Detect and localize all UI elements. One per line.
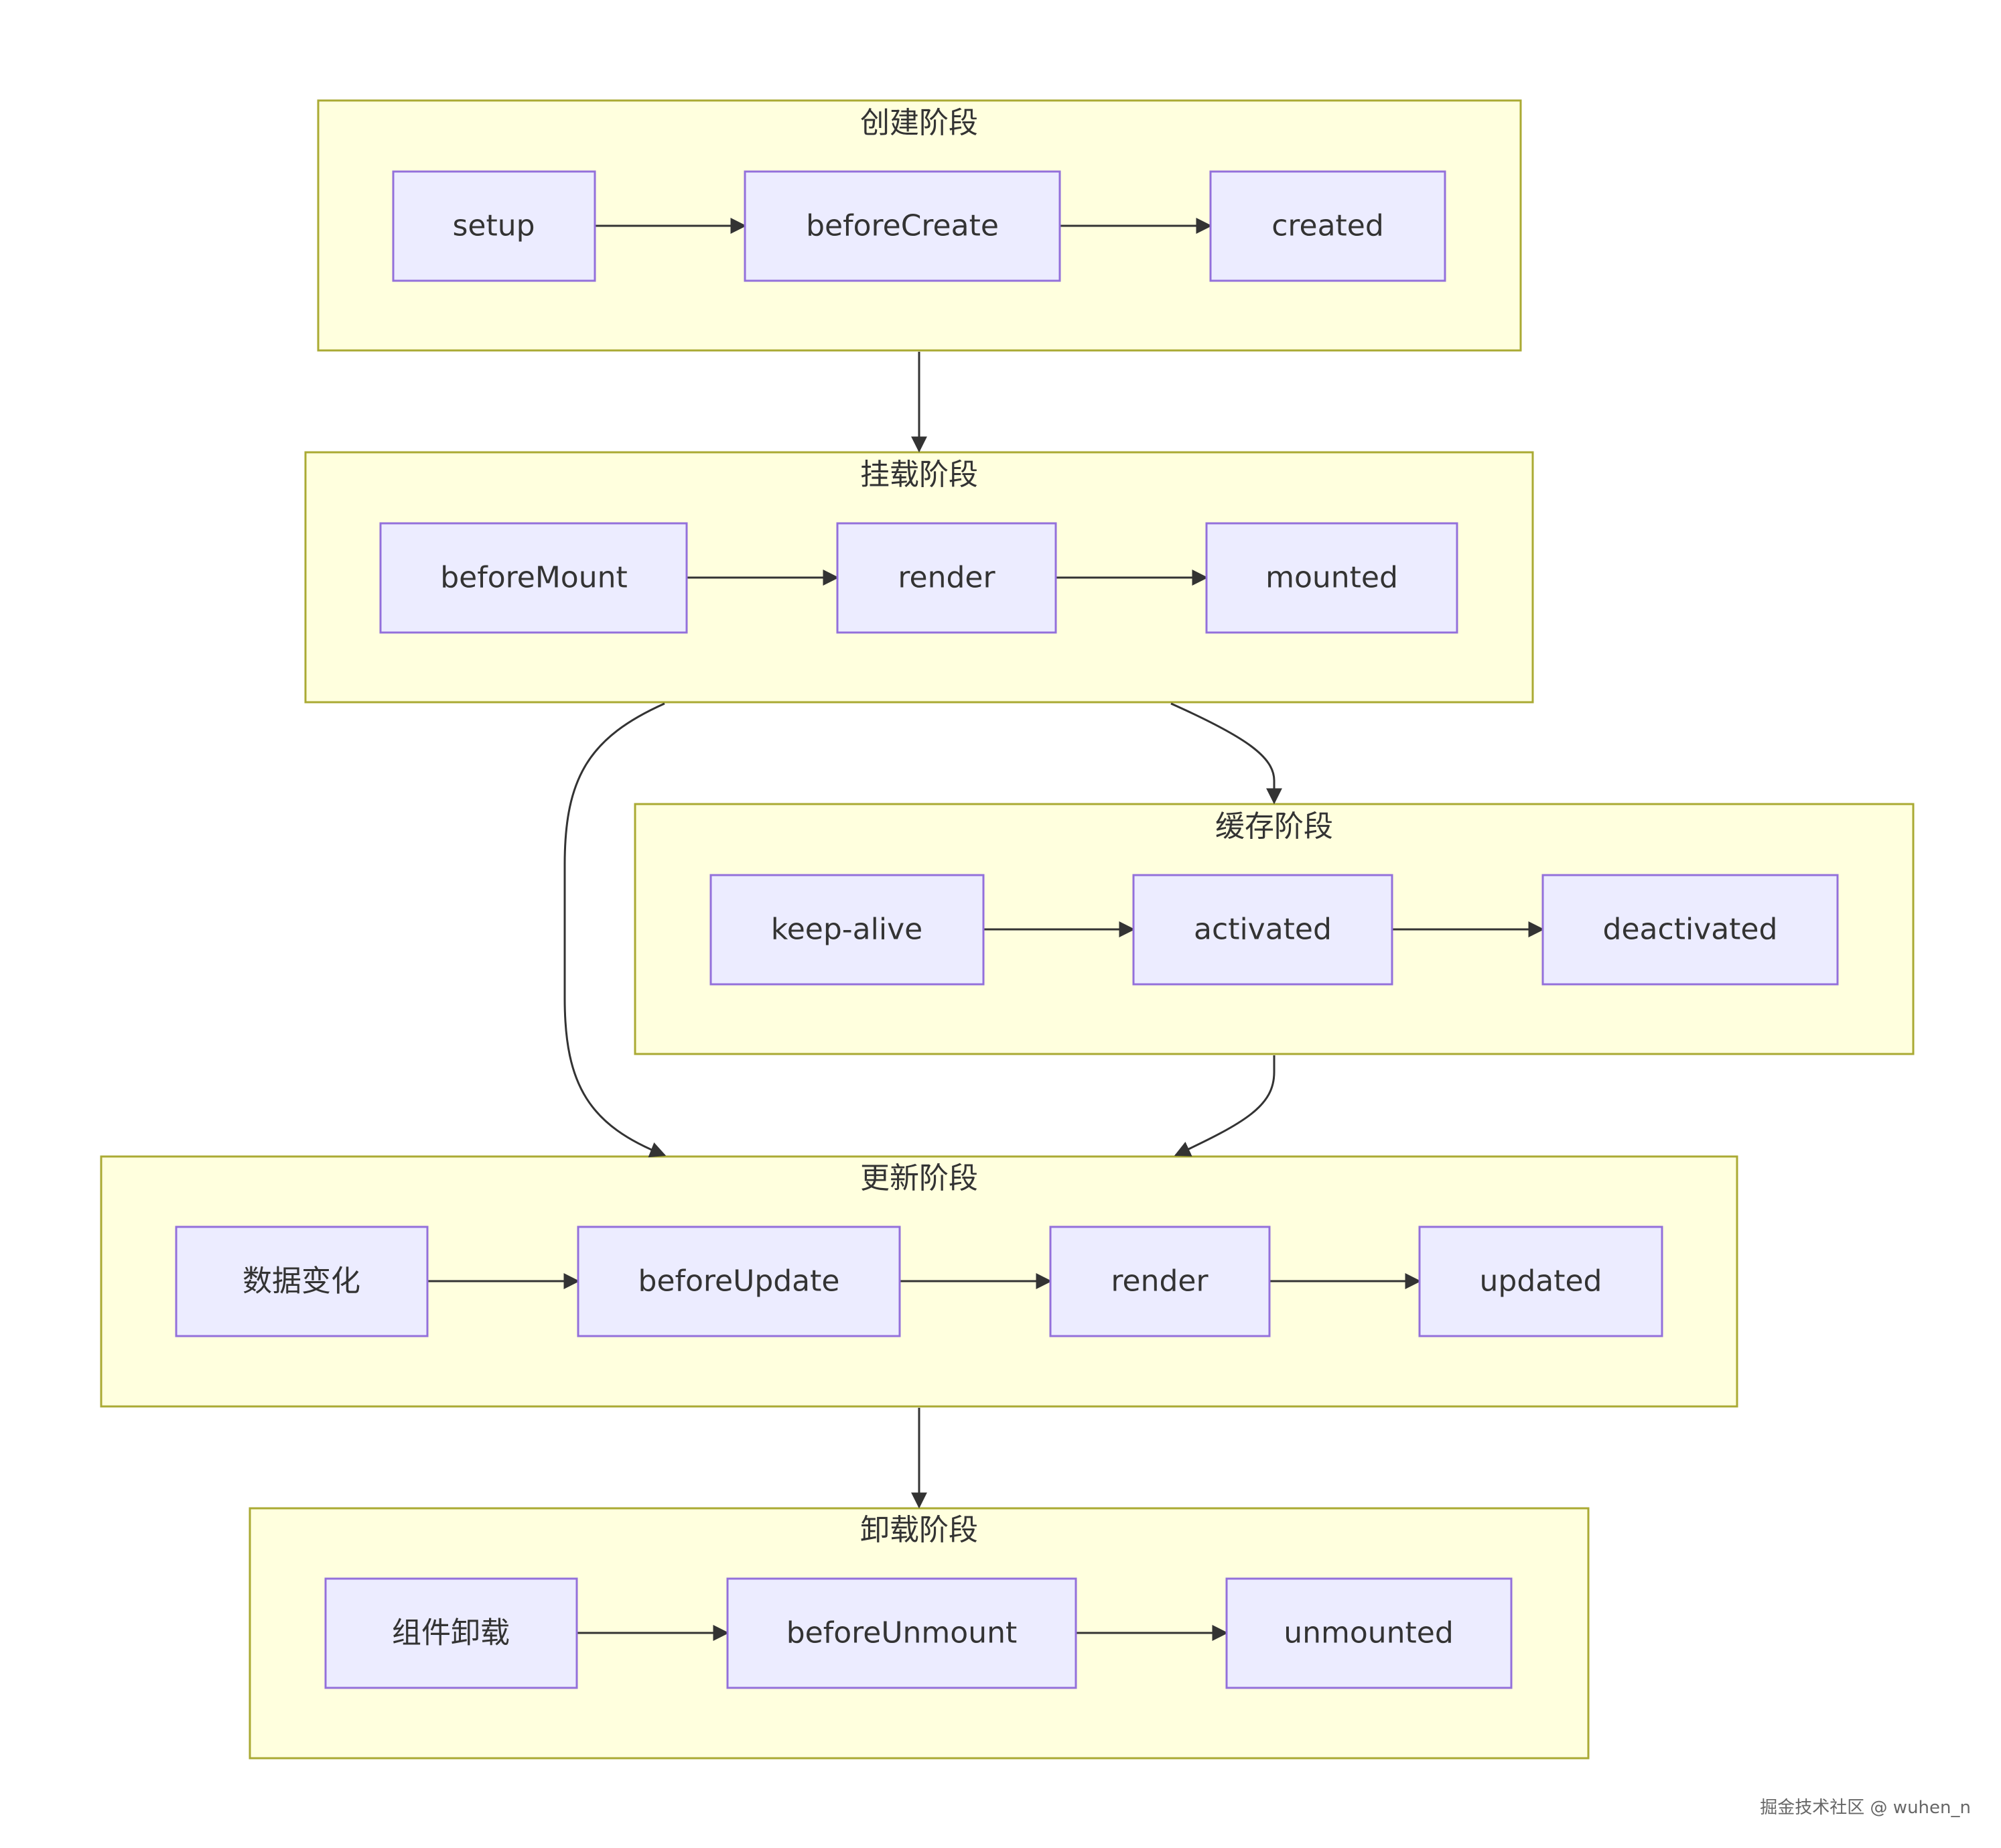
node-render-mount-box — [836, 522, 1057, 634]
node-render-update-box — [1049, 1226, 1271, 1337]
node-beforecreate-label: beforeCreate — [806, 209, 999, 243]
node-mounted-label: mounted — [1265, 561, 1398, 595]
node-keepalive[interactable]: keep-alive — [709, 874, 985, 986]
update-nodes: 数据变化 beforeUpdate render updated — [175, 1226, 1663, 1337]
node-beforeupdate[interactable]: beforeUpdate — [577, 1226, 901, 1337]
node-render-mount-label: render — [898, 561, 995, 595]
node-beforeunmount-box — [726, 1577, 1077, 1689]
node-unmounted-box — [1225, 1577, 1513, 1689]
node-beforeunmount[interactable]: beforeUnmount — [726, 1577, 1077, 1689]
node-created-box — [1209, 170, 1446, 282]
node-activated[interactable]: activated — [1132, 874, 1393, 986]
node-beforemount-label: beforeMount — [440, 561, 628, 595]
node-beforecreate[interactable]: beforeCreate — [744, 170, 1061, 282]
node-updated[interactable]: updated — [1418, 1226, 1663, 1337]
edge-cache-to-update — [1174, 1055, 1275, 1157]
node-deactivated-label: deactivated — [1603, 913, 1778, 947]
stage-edges — [563, 352, 1282, 1509]
edge-mount-to-cache — [1170, 702, 1282, 805]
mount-nodes: beforeMount render mounted — [379, 522, 1458, 634]
node-deactivated[interactable]: deactivated — [1541, 874, 1839, 986]
node-activated-box — [1132, 874, 1393, 986]
inner-edges — [427, 218, 1545, 1641]
node-datachange[interactable]: 数据变化 — [175, 1226, 429, 1337]
stage-update-title: 更新阶段 — [860, 1161, 978, 1195]
cache-nodes: keep-alive activated deactivated — [709, 874, 1839, 986]
unmount-nodes: 组件卸载 beforeUnmount unmounted — [324, 1577, 1513, 1689]
node-beforeupdate-box — [577, 1226, 901, 1337]
node-unmounted-label: unmounted — [1284, 1616, 1454, 1650]
node-updated-box — [1418, 1226, 1663, 1337]
node-componentunload-box — [324, 1577, 578, 1689]
node-deactivated-box — [1541, 874, 1839, 986]
node-setup-box — [392, 170, 596, 282]
node-datachange-box — [175, 1226, 429, 1337]
node-datachange-label: 数据变化 — [243, 1264, 360, 1299]
node-beforeunmount-label: beforeUnmount — [786, 1616, 1018, 1650]
node-mounted-box — [1205, 522, 1458, 634]
node-render-mount[interactable]: render — [836, 522, 1057, 634]
stage-unmount-title: 卸载阶段 — [860, 1513, 978, 1547]
node-unmounted[interactable]: unmounted — [1225, 1577, 1513, 1689]
node-activated-label: activated — [1194, 913, 1332, 947]
node-beforeupdate-label: beforeUpdate — [638, 1264, 840, 1299]
create-nodes: setup beforeCreate created — [392, 170, 1446, 282]
node-beforemount-box — [379, 522, 688, 634]
node-keepalive-label: keep-alive — [771, 913, 922, 947]
edge-mount-to-update — [563, 702, 667, 1158]
node-created[interactable]: created — [1209, 170, 1446, 282]
node-mounted[interactable]: mounted — [1205, 522, 1458, 634]
node-componentunload[interactable]: 组件卸载 — [324, 1577, 578, 1689]
stage-cache-title: 缓存阶段 — [1215, 809, 1333, 844]
stage-create-title: 创建阶段 — [860, 106, 978, 140]
stage-mount-title: 挂载阶段 — [860, 458, 978, 492]
node-created-label: created — [1271, 209, 1384, 243]
watermark: 掘金技术社区 @ wuhen_n — [1760, 1798, 1971, 1818]
node-beforecreate-box — [744, 170, 1061, 282]
node-updated-label: updated — [1480, 1264, 1602, 1299]
node-keepalive-box — [709, 874, 985, 986]
node-render-update[interactable]: render — [1049, 1226, 1271, 1337]
node-render-update-label: render — [1111, 1264, 1209, 1299]
node-setup-label: setup — [452, 209, 535, 243]
node-beforemount[interactable]: beforeMount — [379, 522, 688, 634]
node-componentunload-label: 组件卸载 — [392, 1616, 510, 1650]
node-setup[interactable]: setup — [392, 170, 596, 282]
